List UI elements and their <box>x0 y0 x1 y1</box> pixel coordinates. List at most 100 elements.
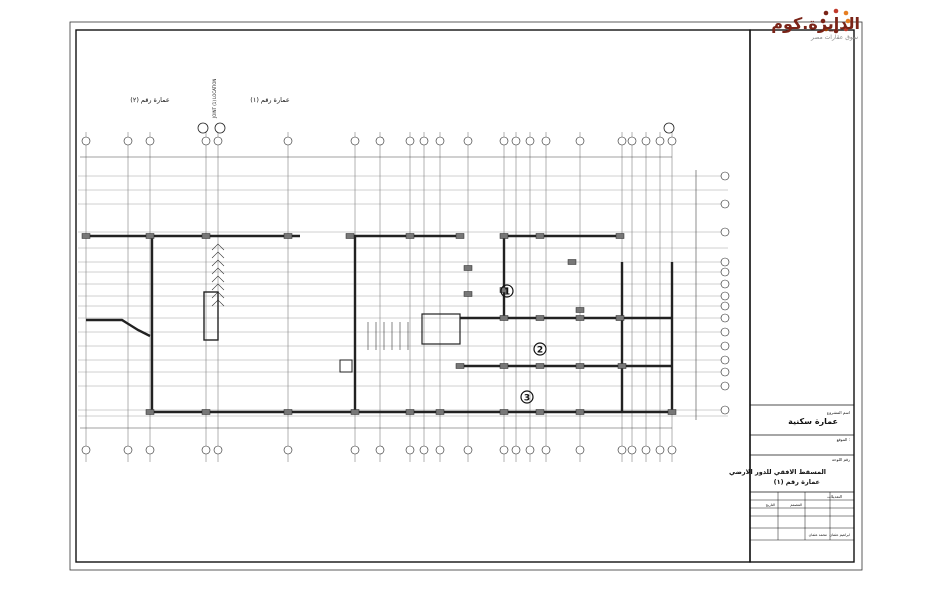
grid-bubble-bottom <box>375 445 385 455</box>
diagonal-wall <box>86 318 151 338</box>
grid-bubble-bottom <box>667 445 677 455</box>
grid-bubble-top <box>405 136 415 146</box>
building-walls <box>86 234 674 414</box>
grid-bubble-right <box>720 313 730 323</box>
drawing-no-label: رقم اللوحة <box>832 457 850 462</box>
grid-bubble-right <box>720 279 730 289</box>
grid-bubble-right <box>720 199 730 209</box>
logo-dot <box>843 10 849 16</box>
logo-dot <box>820 18 826 24</box>
column <box>615 233 625 239</box>
grid-bubble-top <box>499 136 509 146</box>
column <box>617 363 627 369</box>
column <box>499 287 509 293</box>
grid-bubble-right <box>720 367 730 377</box>
plan-labels: عمارة رقم (٢) عمارة رقم (١) JOINT (1) LO… <box>130 79 290 119</box>
structural-columns <box>81 233 677 415</box>
column <box>350 409 360 415</box>
stair-tread <box>211 267 225 275</box>
column <box>535 233 545 239</box>
column <box>499 233 509 239</box>
logo-dot <box>833 28 839 34</box>
logo-dot <box>823 10 829 16</box>
column <box>567 259 577 265</box>
stair-tread <box>211 259 225 267</box>
grid-bubble-top <box>667 136 677 146</box>
column <box>435 409 445 415</box>
building-one-label: عمارة رقم (١) <box>250 96 290 104</box>
project-title: عمارة سكنية <box>788 417 838 426</box>
staircases <box>203 243 409 350</box>
grid-bubble-right <box>720 327 730 337</box>
column <box>345 233 355 239</box>
grid-bubble-bottom <box>350 445 360 455</box>
drawing-frame <box>69 21 863 571</box>
column <box>535 409 545 415</box>
grid-bubble-bottom <box>419 445 429 455</box>
grid-bubble-bottom <box>511 445 521 455</box>
grid-bubble-right <box>720 381 730 391</box>
logo-dot <box>823 26 829 32</box>
column <box>81 233 91 239</box>
grid-bubble-bottom <box>123 445 133 455</box>
joint-bubble <box>663 122 675 134</box>
designer-label: المصمم <box>790 503 802 507</box>
column <box>575 315 585 321</box>
grid-bubble-bottom <box>641 445 651 455</box>
grid-bubble-right <box>720 291 730 301</box>
room-marker-2-ring <box>533 342 547 356</box>
column <box>535 315 545 321</box>
column <box>667 409 677 415</box>
room-marker-2: 2 <box>537 346 543 356</box>
room-marker-1: 1 <box>504 288 510 298</box>
grid-bubble-top <box>283 136 293 146</box>
grid-bubble-top <box>511 136 521 146</box>
joint-location-label: JOINT (1) LOCATION <box>212 79 217 119</box>
column <box>615 315 625 321</box>
grid-bubble-bottom <box>201 445 211 455</box>
column <box>499 409 509 415</box>
duct <box>339 359 353 373</box>
grid-bubble-right <box>720 355 730 365</box>
grid-bubble-top <box>617 136 627 146</box>
grid-bubble-top <box>81 136 91 146</box>
grid-bubble-right <box>720 227 730 237</box>
stair-core <box>203 291 219 341</box>
building-two-label: عمارة رقم (٢) <box>130 96 170 104</box>
stair-tread <box>211 243 225 251</box>
column <box>145 409 155 415</box>
column <box>283 409 293 415</box>
stair-tread <box>211 283 225 291</box>
grid-bubble-top <box>627 136 637 146</box>
grid-bubble-top <box>375 136 385 146</box>
column <box>145 233 155 239</box>
grid-bubble-bottom <box>525 445 535 455</box>
location-label: الموقع : <box>837 437 850 442</box>
grid-bubble-right <box>720 267 730 277</box>
column <box>535 363 545 369</box>
grid-bubble-bottom <box>463 445 473 455</box>
revisions-label: التعديلات <box>827 494 842 499</box>
grid-bubble-top <box>435 136 445 146</box>
grid-bubble-top <box>123 136 133 146</box>
grid-bubble-right <box>720 171 730 181</box>
column <box>575 307 585 313</box>
stair-tread <box>211 275 225 283</box>
grid-bubble-right <box>720 257 730 267</box>
column <box>575 409 585 415</box>
column <box>499 315 509 321</box>
grid-bubble-bottom <box>575 445 585 455</box>
grid-bubble-bottom <box>655 445 665 455</box>
column <box>499 363 509 369</box>
checker-name: محمد عثمان <box>809 533 827 537</box>
grid-bubble-top <box>525 136 535 146</box>
joint-bubble <box>197 122 209 134</box>
grid-bubble-bottom <box>405 445 415 455</box>
grid-bubble-bottom <box>617 445 627 455</box>
date-label: التاريخ <box>766 503 775 507</box>
grid-bubble-top <box>541 136 551 146</box>
column <box>463 265 473 271</box>
outer-wall <box>150 236 674 414</box>
grid-bubble-bottom <box>435 445 445 455</box>
joint-bubble <box>214 122 226 134</box>
